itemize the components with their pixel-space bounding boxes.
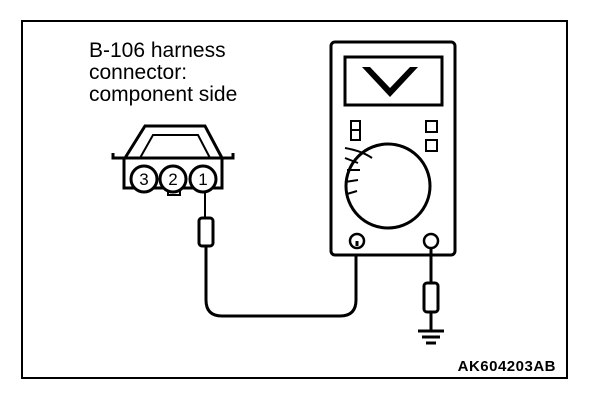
- pin-2-label: 2: [168, 170, 177, 189]
- pin-1-label: 1: [198, 170, 207, 189]
- multimeter-button-bottom: [425, 139, 438, 152]
- dial-scale: [344, 147, 373, 195]
- connector-label-line-1: B-106 harness: [89, 39, 226, 62]
- pin-2: [158, 164, 188, 194]
- multimeter: [329, 40, 457, 257]
- pin-3-label: 3: [139, 170, 148, 189]
- multimeter-display: [343, 55, 444, 107]
- selector-dial: [344, 142, 432, 230]
- probe-lead-connector: [197, 192, 358, 318]
- probe-tip-connector: [197, 216, 215, 248]
- ground-icon: [418, 329, 444, 345]
- pin-3: [129, 164, 159, 194]
- test-lead-wire: [204, 246, 358, 318]
- figure-frame: [21, 20, 568, 379]
- figure-code: AK604203AB: [457, 358, 556, 375]
- connector-label-line-3: component side: [89, 83, 238, 106]
- volt-symbol-icon: [362, 67, 418, 97]
- probe-tip-ground: [422, 281, 440, 314]
- connector-label-line-2: connector:: [89, 61, 188, 84]
- multimeter-button-top: [425, 120, 438, 133]
- connector-tab-left: [111, 153, 127, 160]
- meter-port-right: [422, 232, 440, 250]
- pin-1: [188, 164, 218, 194]
- connector-tab-right: [221, 153, 235, 160]
- probe-lead-ground: [418, 248, 444, 345]
- harness-connector: 3 2 1: [111, 124, 235, 196]
